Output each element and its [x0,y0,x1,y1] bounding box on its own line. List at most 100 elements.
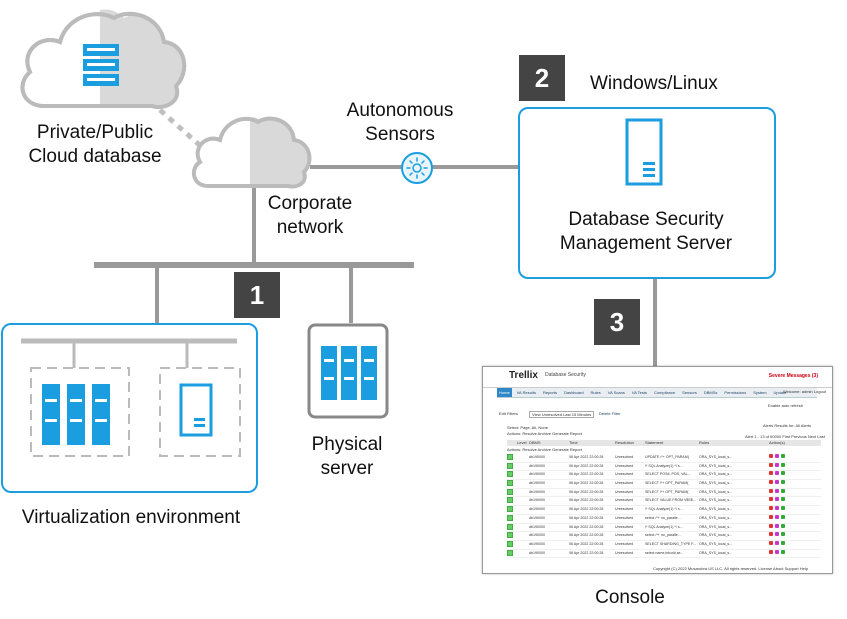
console-product: Database Security [545,372,586,378]
row-action-icon[interactable] [769,549,773,554]
physical-server-icon [307,323,389,419]
os-label: Windows/Linux [590,73,718,94]
row-checkbox[interactable] [507,497,513,504]
row-action-icon[interactable] [781,523,785,528]
row-action-icon[interactable] [775,532,779,537]
row-checkbox[interactable] [507,462,513,469]
row-checkbox[interactable] [507,532,513,539]
row-action-icon[interactable] [769,497,773,502]
row-checkbox[interactable] [507,506,513,513]
column-header-level[interactable]: Level [517,440,527,445]
console-tab-va-tests[interactable]: VA Tests [631,390,648,395]
row-action-icon[interactable] [781,540,785,545]
row-action-icon[interactable] [781,514,785,519]
console-tab-compliance[interactable]: Compliance [654,390,676,395]
console-tab-permissions[interactable]: Permissions [724,390,747,395]
console-tab-rules[interactable]: Rules [590,390,601,395]
row-checkbox[interactable] [507,454,513,460]
cell-rule: ORA_SYS_local_s... [699,472,733,477]
row-action-icon[interactable] [775,454,779,458]
row-checkbox[interactable] [507,549,513,556]
delete-filter-link[interactable]: Delete Filter [599,411,621,416]
row-checkbox[interactable] [507,480,513,487]
console-tab-reports[interactable]: Reports [542,390,557,395]
column-header-rules[interactable]: Rules [699,440,710,445]
row-action-icon[interactable] [769,523,773,528]
row-action-icon[interactable] [781,532,785,537]
row-action-icon[interactable] [775,514,779,519]
auto-refresh-checkbox[interactable]: Enable auto refresh [768,403,803,408]
row-action-icon[interactable] [775,480,779,485]
cell-time: 06 Apr 2022 22:00:28 [569,481,604,486]
actions-links[interactable]: Actions: Resolve Archive Generate Report [507,431,582,436]
row-action-icon[interactable] [769,506,773,511]
row-action-icon[interactable] [769,462,773,467]
row-action-icon[interactable] [775,506,779,511]
row-action-icon[interactable] [781,471,785,476]
row-action-icon[interactable] [775,462,779,467]
row-action-icon[interactable] [775,497,779,502]
row-action-icon[interactable] [769,488,773,493]
console-tab-va-scans[interactable]: VA Scans [607,390,625,395]
row-checkbox[interactable] [507,471,513,478]
row-action-icon[interactable] [781,454,785,458]
console-tab-home[interactable]: Home [497,388,512,397]
row-action-icon[interactable] [781,549,785,554]
row-action-icon[interactable] [769,480,773,485]
select-links[interactable]: Select: Page, All, None [507,425,548,430]
row-action-icon[interactable] [781,480,785,485]
row-action-icon[interactable] [775,471,779,476]
console-tab-dashboard[interactable]: Dashboard [563,390,584,395]
filter-select[interactable]: View Unresolved Last 15 Minutes [529,411,595,418]
row-action-icon[interactable] [781,488,785,493]
row-action-icon[interactable] [775,549,779,554]
table-actions-row[interactable]: Actions: Resolve Archive Generate Report [507,447,582,452]
row-action-icon[interactable] [775,540,779,545]
column-header-action-s-[interactable]: Action(s) [769,440,785,445]
console-tab-update[interactable]: Update [773,390,787,395]
cell-rule: ORA_SYS_local_s... [699,498,733,503]
row-action-icon[interactable] [769,454,773,458]
pager-links[interactable]: Alert 1 - 13 of 60000 First Previous Nex… [745,434,825,439]
console-tab-system[interactable]: System [753,390,767,395]
row-action-icon[interactable] [775,523,779,528]
row-action-icon[interactable] [775,488,779,493]
cell-dbms: db190000 [529,541,545,546]
row-checkbox[interactable] [507,488,513,495]
row-checkbox[interactable] [507,540,513,547]
edit-filters-link[interactable]: Edit Filters [499,411,518,416]
physical-server-label-line1: Physical [311,434,383,455]
row-action-icon[interactable] [769,514,773,519]
row-action-icon[interactable] [781,506,785,511]
row-action-icon[interactable] [781,497,785,502]
column-header-dbms[interactable]: DBMS [529,440,541,445]
console-tab-sensors[interactable]: Sensors [682,390,697,395]
row-checkbox[interactable] [507,514,513,521]
row-action-icon[interactable] [769,540,773,545]
severe-messages-link[interactable]: Severe Messages (3) [768,373,818,379]
console-tab-dbmss[interactable]: DBMSs [703,390,718,395]
console-tab-va-results[interactable]: VA Results [516,390,536,395]
column-header-resolution[interactable]: Resolution [615,440,634,445]
column-header-statement[interactable]: Statement [645,440,664,445]
console-tabs: Home VA Results Reports Dashboard Rules VA Sc… [497,388,817,398]
row-action-icon[interactable] [781,462,785,467]
row-action-icon[interactable] [769,471,773,476]
row-action-icon[interactable] [769,532,773,537]
cell-statement: SELECT /*+ OPT_PARAM( [645,489,689,494]
column-header-time[interactable]: Time [569,440,578,445]
row-checkbox[interactable] [507,523,513,530]
